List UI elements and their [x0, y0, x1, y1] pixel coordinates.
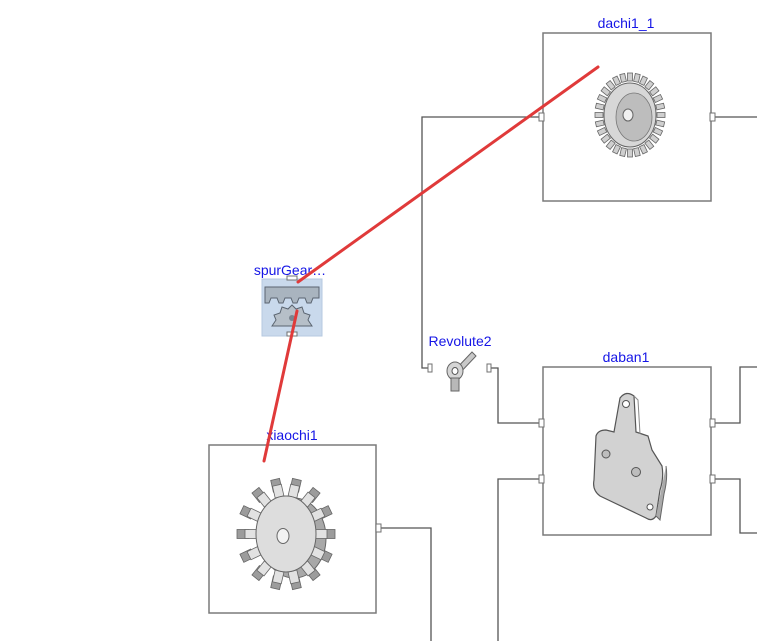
- block-dachi[interactable]: dachi1_1: [538, 15, 716, 202]
- port-daban-right-upper[interactable]: [709, 418, 716, 428]
- block-label-daban: daban1: [603, 349, 650, 365]
- port-daban-left-upper[interactable]: [538, 418, 545, 428]
- port-spur-top[interactable]: [286, 275, 298, 281]
- port-revolute-right[interactable]: [486, 363, 492, 373]
- port-dachi-right[interactable]: [709, 112, 716, 122]
- constraint-link-xiaochi[interactable]: [262, 309, 299, 463]
- large-gear-icon: [594, 72, 666, 158]
- plate-part-icon: [593, 392, 668, 522]
- block-revolute[interactable]: Revolute2: [427, 333, 492, 392]
- wire-revolute-to-daban[interactable]: [491, 367, 539, 424]
- wire-daban-right-upper[interactable]: [715, 366, 757, 424]
- revolute-joint-icon: [446, 351, 477, 392]
- block-daban[interactable]: daban1: [538, 349, 716, 536]
- constraint-link-dachi[interactable]: [296, 65, 600, 284]
- small-gear-icon: [236, 477, 336, 591]
- block-label-dachi: dachi1_1: [598, 15, 655, 31]
- wire-daban-lower-left[interactable]: [497, 478, 539, 641]
- spur-gear-constraint-icon: [264, 286, 320, 327]
- wire-dachi-to-revolute[interactable]: [421, 116, 539, 369]
- port-daban-left-lower[interactable]: [538, 474, 545, 484]
- port-daban-right-lower[interactable]: [709, 474, 716, 484]
- wire-daban-right-lower[interactable]: [715, 478, 757, 534]
- port-revolute-left[interactable]: [427, 363, 433, 373]
- constraint-links: [262, 65, 600, 463]
- port-dachi-left[interactable]: [538, 112, 545, 122]
- block-spur-gear[interactable]: spurGear…: [254, 262, 326, 337]
- port-xiaochi-right[interactable]: [375, 523, 382, 533]
- block-label-xiaochi: xiaochi1: [266, 427, 318, 443]
- block-xiaochi[interactable]: xiaochi1: [208, 427, 382, 614]
- wires: [380, 116, 757, 641]
- block-label-revolute: Revolute2: [428, 333, 491, 349]
- wire-xiaochi-right[interactable]: [380, 527, 432, 641]
